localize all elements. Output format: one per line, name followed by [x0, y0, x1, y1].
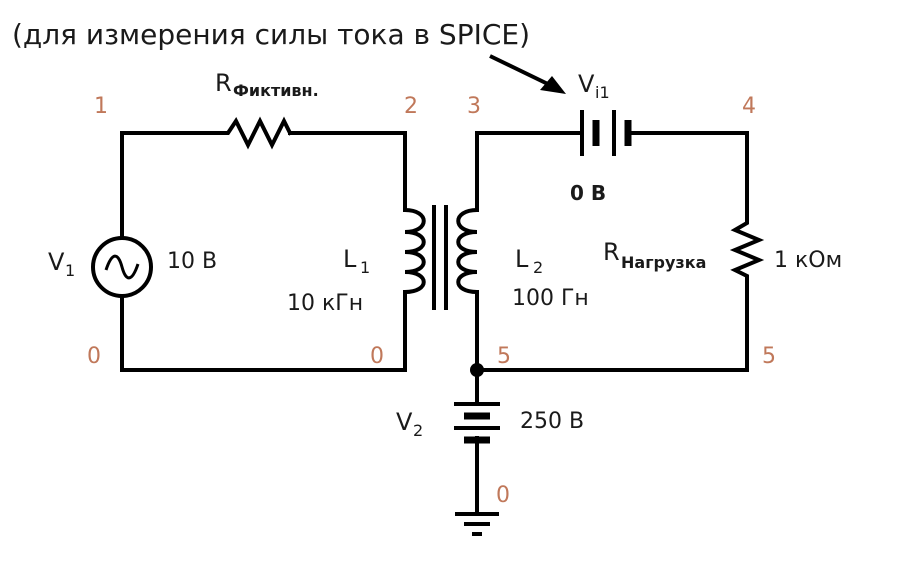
battery-vi1 [580, 110, 632, 156]
resistor-fictitious [216, 116, 293, 150]
node-label-4: 4 [742, 94, 756, 119]
vi1-subscript: i1 [595, 83, 610, 102]
l2-letter: L [515, 245, 529, 273]
r-fict-subscript: Фиктивн. [233, 81, 319, 100]
vi1-letter: V [578, 70, 595, 98]
r-load-value: 1 кОм [774, 248, 842, 273]
battery-v2 [454, 402, 500, 444]
node-label-0-left: 0 [87, 344, 101, 369]
r-load-letter: R [603, 238, 620, 266]
l2-subscript: 2 [533, 258, 543, 277]
l1-value: 10 кГн [287, 291, 363, 316]
v1-value: 10 В [167, 249, 217, 274]
v1-subscript: 1 [65, 261, 75, 280]
v1-letter: V [48, 248, 65, 276]
ground-icon [455, 512, 499, 536]
node-label-2: 2 [404, 94, 418, 119]
resistor-load [729, 213, 765, 282]
v2-value: 250 В [520, 409, 584, 434]
r-load-subscript: Нагрузка [621, 253, 706, 272]
node-label-3: 3 [467, 94, 481, 119]
node-label-5-mid: 5 [497, 344, 511, 369]
junction-node-5 [470, 363, 484, 377]
inductor-l1 [402, 207, 426, 295]
l1-letter: L [343, 245, 357, 273]
node-label-1: 1 [94, 94, 108, 119]
v2-subscript: 2 [413, 421, 423, 440]
pointer-arrow [489, 54, 566, 94]
ac-source-v1 [91, 236, 153, 298]
node-label-0-bottom: 0 [496, 483, 510, 508]
r-fict-letter: R [215, 69, 232, 97]
inductor-l2 [456, 207, 480, 295]
node-label-0-mid: 0 [370, 344, 384, 369]
left-loop-wires [120, 131, 407, 372]
l1-subscript: 1 [360, 258, 370, 277]
vi1-value: 0 В [570, 181, 606, 205]
v2-letter: V [396, 408, 413, 436]
node-label-5-right: 5 [762, 344, 776, 369]
transformer-core [432, 205, 448, 310]
right-loop-wires [475, 131, 749, 514]
diagram-title: (для измерения силы тока в SPICE) [12, 18, 530, 51]
l2-value: 100 Гн [512, 286, 589, 311]
